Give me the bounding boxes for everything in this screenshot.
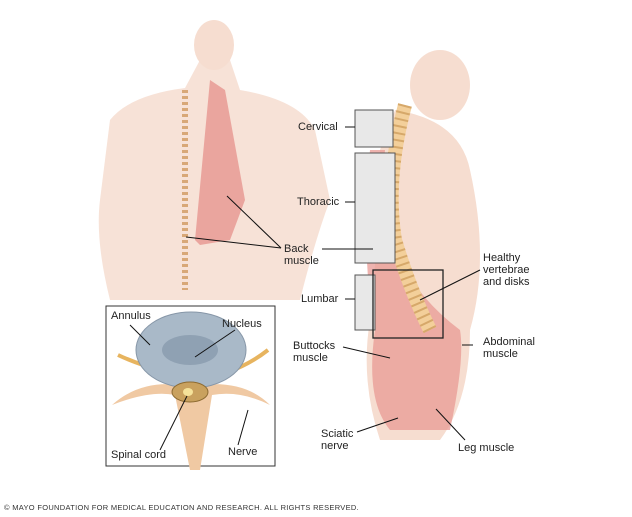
label-annulus: Annulus [111, 310, 151, 322]
label-healthy-vertebrae: Healthy vertebrae and disks [483, 252, 530, 288]
region-brackets [354, 109, 396, 331]
label-sciatic-nerve: Sciatic nerve [321, 428, 354, 452]
label-back-muscle: Back muscle [284, 243, 319, 267]
copyright-notice: © MAYO FOUNDATION FOR MEDICAL EDUCATION … [4, 503, 359, 512]
label-nucleus: Nucleus [222, 318, 262, 330]
label-nerve: Nerve [228, 446, 258, 458]
vertebra-cross-section [112, 311, 270, 470]
label-thoracic: Thoracic [297, 196, 340, 208]
label-leg-muscle: Leg muscle [458, 442, 515, 454]
label-lumbar: Lumbar [301, 293, 339, 305]
label-abdominal-muscle: Abdominal muscle [483, 336, 535, 360]
back-view-figure [98, 20, 330, 300]
leader-lines [129, 126, 481, 451]
label-cervical: Cervical [298, 121, 338, 133]
label-buttocks-muscle: Buttocks muscle [293, 340, 336, 364]
label-spinal-cord: Spinal cord [111, 449, 167, 461]
lumbar-highlight-box [372, 269, 444, 339]
